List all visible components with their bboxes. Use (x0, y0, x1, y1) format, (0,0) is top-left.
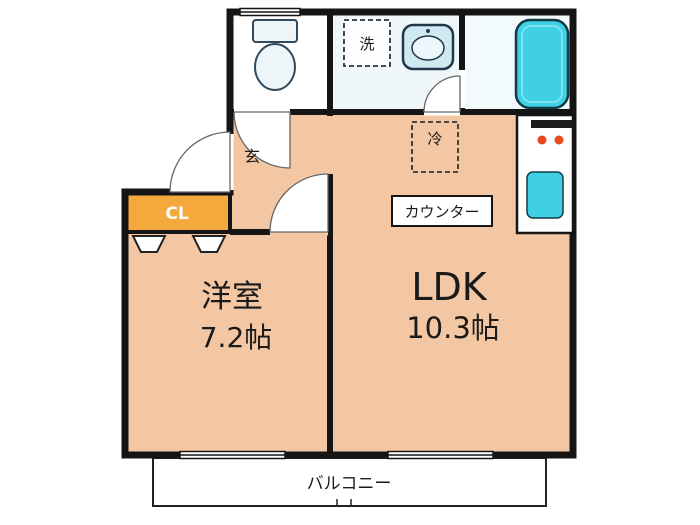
stove-burner-icon (537, 135, 547, 145)
stove-icon (531, 120, 572, 128)
balcony-label: バルコニー (307, 474, 392, 494)
toilet-icon (252, 19, 298, 91)
kitchen-counter (515, 113, 575, 235)
counter-label: カウンター (404, 203, 479, 221)
closet-label: CL (165, 204, 188, 224)
washing-machine-area (343, 19, 391, 67)
room-door-arc (269, 173, 329, 233)
closet-hanger-icon (191, 235, 227, 253)
toilet-door-arc (233, 111, 291, 169)
washroom-door-arc (423, 75, 461, 113)
ldk-window (387, 450, 494, 460)
entrance-door-arc (169, 131, 231, 193)
bathroom-door-opening (458, 70, 466, 108)
western-room-window (179, 450, 286, 460)
stove-burner-icon (554, 135, 564, 145)
laundry-label: 洗 (359, 35, 374, 53)
bathtub-icon (514, 18, 570, 110)
counter-box (391, 195, 493, 227)
washstand-icon (401, 23, 455, 71)
ldk-label: LDK (411, 265, 487, 309)
hall-ldk-opening (326, 116, 334, 174)
closet-hanger-icon (131, 235, 167, 253)
western-room-floor (125, 232, 330, 455)
western-room-size-label: 7.2帖 (200, 321, 273, 354)
toilet-window (239, 7, 301, 17)
kitchen-sink-icon (526, 171, 564, 219)
refrigerator-label: 冷 (427, 130, 442, 148)
western-room-label: 洋室 (201, 279, 263, 315)
ldk-size-label: 10.3帖 (406, 311, 500, 345)
closet-box (123, 190, 232, 234)
entrance-label: 玄 (244, 147, 260, 166)
